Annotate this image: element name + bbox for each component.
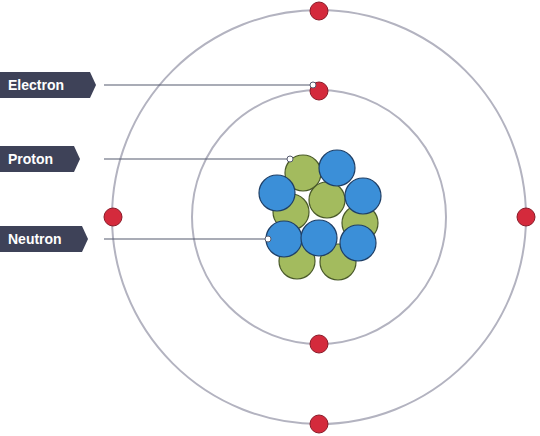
tag-fill xyxy=(0,226,88,252)
neutrons xyxy=(259,150,381,261)
electron-dot xyxy=(310,415,328,433)
electron-dot xyxy=(104,208,122,226)
callout-tag: Neutron xyxy=(0,226,82,252)
neutron-ball xyxy=(266,221,302,257)
electron-dot xyxy=(310,2,328,20)
callout-tag: Proton xyxy=(0,146,74,172)
orbits xyxy=(112,10,526,424)
callout-label: Neutron xyxy=(0,226,76,252)
callout-label: Electron xyxy=(0,72,78,98)
leader-line xyxy=(104,84,311,85)
leader-dots xyxy=(265,82,316,242)
leader-dot xyxy=(287,156,293,162)
electron-dot xyxy=(310,335,328,353)
outer-orbit xyxy=(112,10,526,424)
neutron-ball xyxy=(319,150,355,186)
tag-fill xyxy=(0,146,80,172)
neutron-ball xyxy=(345,178,381,214)
leader-dot xyxy=(310,82,316,88)
callout-label: Proton xyxy=(0,146,67,172)
neutron-ball xyxy=(340,225,376,261)
inner-orbit xyxy=(192,90,446,344)
electrons xyxy=(104,2,535,433)
leader-lines xyxy=(104,85,311,239)
leader-dot xyxy=(265,236,271,242)
callout-tag: Electron xyxy=(0,72,90,98)
electron-dot xyxy=(310,82,328,100)
neutron-ball xyxy=(301,220,337,256)
leader-line xyxy=(104,238,266,239)
electron-dot xyxy=(517,208,535,226)
leader-line xyxy=(104,158,288,159)
proton-ball xyxy=(309,182,345,218)
tag-fill xyxy=(0,72,96,98)
neutron-ball xyxy=(259,175,295,211)
